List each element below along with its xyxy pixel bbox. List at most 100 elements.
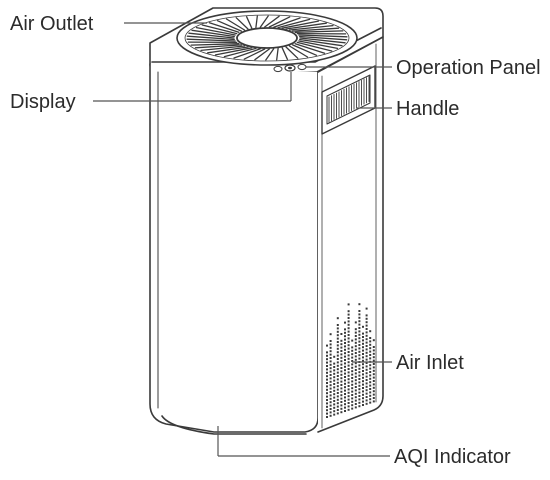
inlet-hole xyxy=(347,334,350,336)
inlet-hole xyxy=(326,375,328,378)
inlet-hole xyxy=(344,379,346,382)
operation-panel-buttons xyxy=(273,63,307,73)
inlet-hole xyxy=(372,386,375,389)
inlet-hole xyxy=(347,385,350,387)
inlet-hole xyxy=(362,404,364,406)
inlet-hole xyxy=(326,378,328,381)
inlet-hole xyxy=(344,396,346,399)
inlet-hole xyxy=(354,386,357,388)
inlet-hole xyxy=(344,321,346,324)
inlet-hole xyxy=(344,369,346,372)
inlet-hole xyxy=(340,397,343,400)
inlet-hole xyxy=(344,342,346,344)
inlet-hole xyxy=(340,373,343,376)
inlet-hole xyxy=(369,377,372,380)
fan-vane xyxy=(190,43,240,46)
inlet-hole xyxy=(369,367,372,370)
fan-vane xyxy=(188,32,235,39)
inlet-hole xyxy=(358,354,361,357)
inlet-hole xyxy=(336,354,339,357)
fan-vane xyxy=(264,15,280,28)
inlet-hole xyxy=(362,339,364,342)
inlet-hole xyxy=(372,393,375,396)
inlet-hole xyxy=(329,350,332,353)
inlet-hole xyxy=(329,360,332,363)
inlet-hole xyxy=(344,352,346,355)
inlet-hole xyxy=(358,310,361,312)
inlet-hole xyxy=(344,331,346,334)
inlet-hole xyxy=(365,338,368,341)
inlet-hole xyxy=(351,360,354,362)
inlet-hole xyxy=(340,353,343,356)
body-front-face xyxy=(149,63,319,433)
inlet-hole xyxy=(362,359,364,362)
inlet-hole xyxy=(362,349,364,352)
inlet-hole xyxy=(347,398,350,401)
inlet-hole xyxy=(344,338,346,341)
inlet-hole xyxy=(347,405,350,408)
inlet-hole xyxy=(326,361,328,364)
inlet-hole xyxy=(365,392,368,395)
inlet-hole xyxy=(365,345,368,347)
inlet-hole xyxy=(344,328,346,331)
inlet-hole xyxy=(347,408,350,411)
inlet-hole xyxy=(358,316,361,319)
inlet-hole xyxy=(344,345,346,348)
inlet-hole xyxy=(340,394,343,397)
inlet-hole xyxy=(351,394,354,396)
air-inlet-perforations xyxy=(326,303,375,418)
inlet-hole xyxy=(372,346,375,348)
inlet-hole xyxy=(344,399,346,402)
inlet-hole xyxy=(365,389,368,392)
inlet-hole xyxy=(344,403,346,406)
inlet-hole xyxy=(340,333,343,335)
inlet-hole xyxy=(340,360,343,363)
inlet-hole xyxy=(354,328,357,331)
inlet-hole xyxy=(336,351,339,354)
inlet-hole xyxy=(336,324,339,326)
inlet-hole xyxy=(362,390,364,393)
inlet-hole xyxy=(329,377,332,380)
inlet-hole xyxy=(365,368,368,371)
inlet-hole xyxy=(358,405,361,408)
inlet-hole xyxy=(333,389,336,392)
inlet-hole xyxy=(329,408,332,410)
fan-vane xyxy=(223,47,257,58)
inlet-hole xyxy=(329,333,332,336)
inlet-hole xyxy=(333,369,336,372)
inlet-hole xyxy=(333,403,336,406)
inlet-hole xyxy=(351,380,354,383)
inlet-hole xyxy=(358,303,361,306)
inlet-hole xyxy=(329,404,332,407)
inlet-hole xyxy=(326,344,328,347)
inlet-hole xyxy=(358,371,361,374)
inlet-hole xyxy=(365,375,368,378)
inlet-hole xyxy=(365,379,368,381)
inlet-hole xyxy=(333,400,336,402)
fan-vane xyxy=(255,15,258,29)
base-line xyxy=(161,415,307,435)
inlet-hole xyxy=(336,358,339,360)
inlet-hole xyxy=(362,376,364,379)
inlet-hole xyxy=(333,366,336,368)
inlet-hole xyxy=(351,400,354,403)
inlet-hole xyxy=(365,351,368,354)
inlet-hole xyxy=(329,353,332,356)
inlet-hole xyxy=(358,357,361,360)
fan-vane xyxy=(273,17,301,28)
inlet-hole xyxy=(333,383,336,385)
inlet-hole xyxy=(362,366,364,369)
fan-vane xyxy=(294,43,326,54)
inlet-hole xyxy=(354,375,357,378)
inlet-hole xyxy=(340,339,343,342)
inlet-hole xyxy=(336,402,339,405)
inlet-hole xyxy=(354,358,357,361)
fan-vane xyxy=(296,41,333,52)
fan-vane xyxy=(195,26,236,36)
inlet-hole xyxy=(326,402,328,405)
inlet-hole xyxy=(351,356,354,359)
inlet-hole xyxy=(358,320,361,323)
inlet-hole xyxy=(326,388,328,391)
inlet-hole xyxy=(347,361,350,364)
inlet-hole xyxy=(354,396,357,399)
